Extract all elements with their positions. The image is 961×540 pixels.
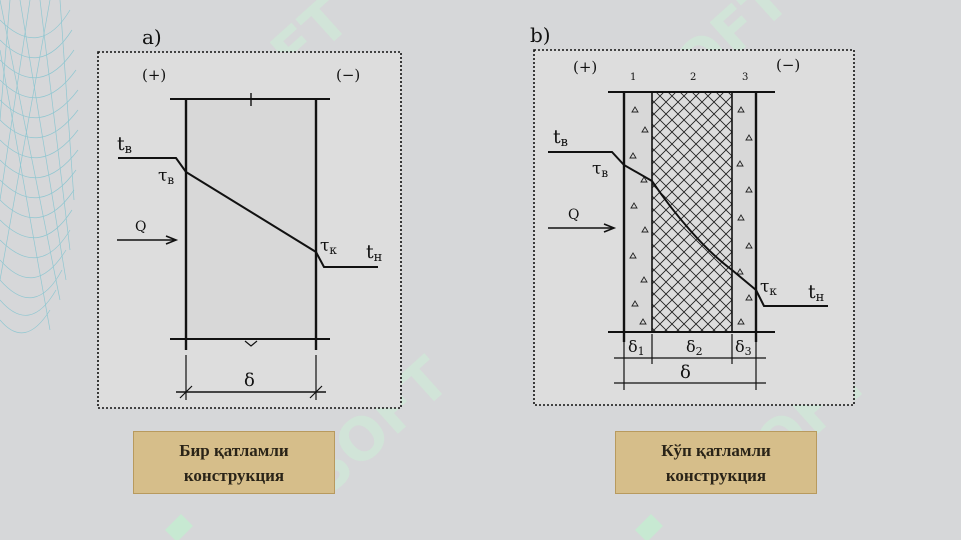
plus-sign-a: (+) — [142, 66, 166, 84]
caption-single-layer-line-1: Бир қатламли — [179, 440, 289, 460]
label-b: b) — [530, 23, 551, 47]
layer-1 — [624, 92, 652, 332]
thickness-label-layer-2: δ2 — [686, 337, 703, 358]
label-a: a) — [142, 25, 162, 49]
layer-number-1: 1 — [630, 72, 636, 83]
layer-2-insulation — [652, 92, 732, 332]
thickness-label-layer-1: δ1 — [628, 337, 645, 358]
temperature-profile-a — [118, 157, 378, 268]
caption-multi-layer: Кўп қатламли конструкция — [615, 431, 817, 494]
plus-sign-b: (+) — [573, 58, 597, 76]
t-inner-b: tв — [553, 126, 568, 150]
tau-outer-a: τк — [320, 236, 337, 257]
layer-number-2: 2 — [690, 72, 696, 83]
t-outer-b: tн — [808, 281, 824, 305]
heat-flow-label-b: Q — [568, 207, 579, 223]
concrete-marks — [629, 106, 753, 325]
wire-pattern — [0, 0, 79, 334]
thickness-label-a: δ — [244, 370, 255, 391]
layer-number-3: 3 — [742, 72, 748, 83]
tau-inner-a: τв — [158, 166, 174, 187]
wall-a — [186, 99, 316, 339]
caption-multi-layer-line-1: Кўп қатламли — [661, 440, 771, 460]
temperature-profile-b — [548, 151, 828, 307]
minus-sign-b: (−) — [776, 56, 800, 74]
tau-inner-b: τв — [592, 159, 608, 180]
thickness-label-layer-3: δ3 — [735, 337, 752, 358]
tau-outer-b: τк — [760, 277, 777, 298]
minus-sign-a: (−) — [336, 66, 360, 84]
caption-single-layer: Бир қатламли конструкция — [133, 431, 335, 494]
caption-multi-layer-line-2: конструкция — [665, 465, 767, 485]
t-inner-a: tв — [117, 133, 132, 157]
t-outer-a: tн — [366, 241, 382, 265]
heat-flow-label-a: Q — [135, 219, 146, 235]
thickness-label-total-b: δ — [680, 362, 691, 383]
caption-single-layer-line-2: конструкция — [183, 465, 285, 485]
layer-3 — [732, 92, 756, 332]
